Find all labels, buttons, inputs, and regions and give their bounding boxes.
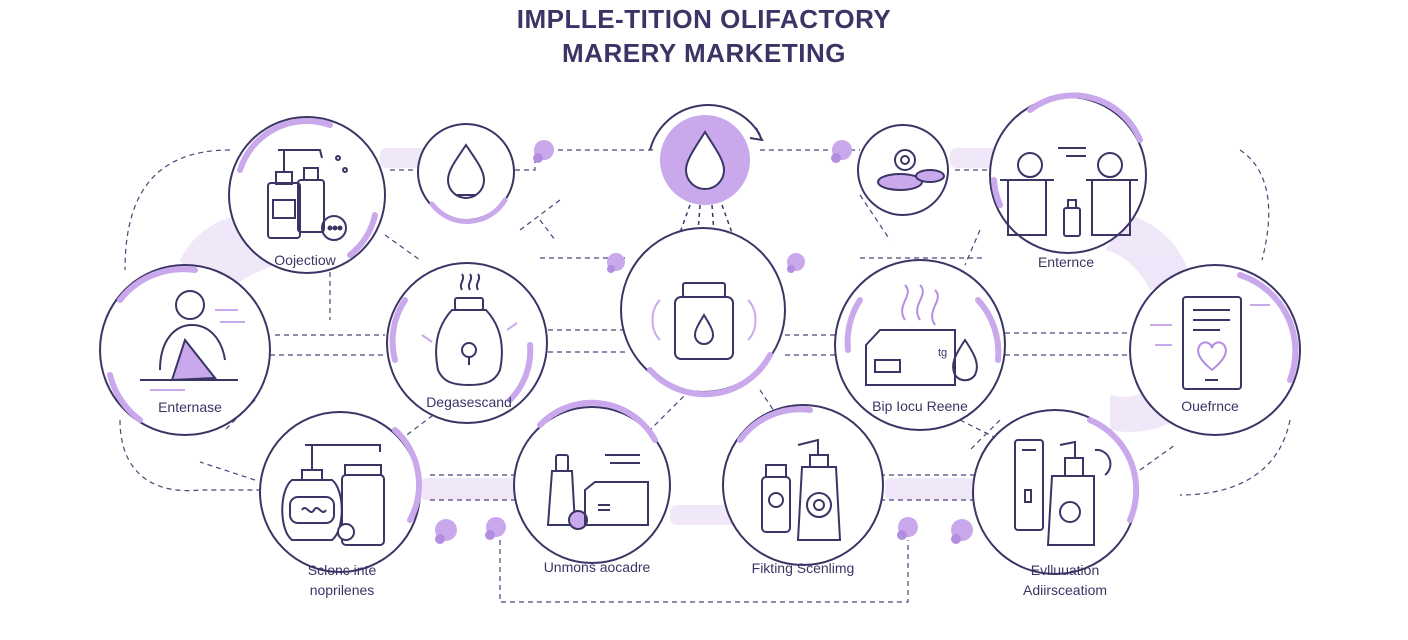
node-label-fikting: Fikting Scenlimg bbox=[751, 560, 855, 576]
node-unmons bbox=[513, 399, 671, 564]
node-label-objection: Oojectiow bbox=[274, 252, 336, 268]
node-label-enternce: Enternce bbox=[1037, 254, 1095, 270]
diffuser-stones-icon bbox=[877, 149, 945, 191]
diffusing-jar-icon bbox=[651, 282, 757, 360]
nose-marker-icon bbox=[787, 253, 805, 273]
nose-marker-icon bbox=[897, 517, 918, 540]
staff-booths-icon bbox=[1000, 147, 1138, 237]
scent-drop-icon bbox=[446, 143, 486, 199]
nose-marker-icon bbox=[533, 140, 554, 163]
nose-marker-icon bbox=[607, 253, 625, 273]
node-label-ouefrnce: Ouefrnce bbox=[1181, 398, 1239, 414]
node-objection bbox=[228, 116, 386, 274]
pump-bottles-icon bbox=[281, 444, 385, 546]
scent-drop-highlight-icon bbox=[684, 130, 726, 190]
node-label-degasescand: Degasescand bbox=[426, 394, 512, 410]
diagram-subtitle: MARERY MARKETING bbox=[562, 38, 846, 68]
node-evaluation bbox=[972, 409, 1140, 575]
node-label-evaluation: Evlluuation Adiirsceatiom bbox=[1022, 562, 1108, 598]
spray-bottles-icon bbox=[761, 438, 842, 541]
node-degasescand bbox=[386, 262, 548, 424]
nose-marker-icon bbox=[435, 519, 457, 544]
node-label-sclonc: Sclonc inte noprilenes bbox=[307, 562, 377, 598]
node-center-jar bbox=[620, 227, 786, 398]
node-sclonc bbox=[259, 411, 423, 573]
node-label-bip-iocu: Bip Iocu Reene bbox=[872, 398, 968, 414]
node-label-unmons: Unmons aocadre bbox=[543, 559, 651, 575]
heart-document-icon bbox=[1150, 296, 1270, 390]
diagram-title: IMPLLE-TITION OLIFACTORY bbox=[516, 4, 892, 34]
nose-markers bbox=[435, 140, 973, 544]
person-laptop-icon bbox=[140, 290, 245, 391]
node-bip-iocu: tg bbox=[834, 259, 1006, 431]
node-ouefrnce bbox=[1129, 264, 1301, 436]
node-diffuser-small bbox=[857, 124, 949, 216]
product-display-icon bbox=[1014, 439, 1112, 546]
nose-marker-icon bbox=[951, 519, 973, 544]
node-drop-small bbox=[417, 123, 515, 224]
dispenser-box-icon bbox=[546, 454, 649, 530]
node-enternase bbox=[99, 264, 271, 436]
nose-marker-icon bbox=[831, 140, 852, 163]
node-drop-center bbox=[649, 104, 764, 263]
nose-marker-icon bbox=[485, 517, 506, 540]
scent-jar-icon bbox=[421, 273, 518, 387]
node-fikting bbox=[722, 404, 884, 566]
node-enternce bbox=[989, 92, 1147, 254]
node-label-enternase: Enternase bbox=[158, 399, 222, 415]
dropper-bottles-icon bbox=[267, 149, 348, 241]
scent-box-icon bbox=[865, 284, 978, 386]
svg-text:tg: tg bbox=[938, 347, 947, 359]
